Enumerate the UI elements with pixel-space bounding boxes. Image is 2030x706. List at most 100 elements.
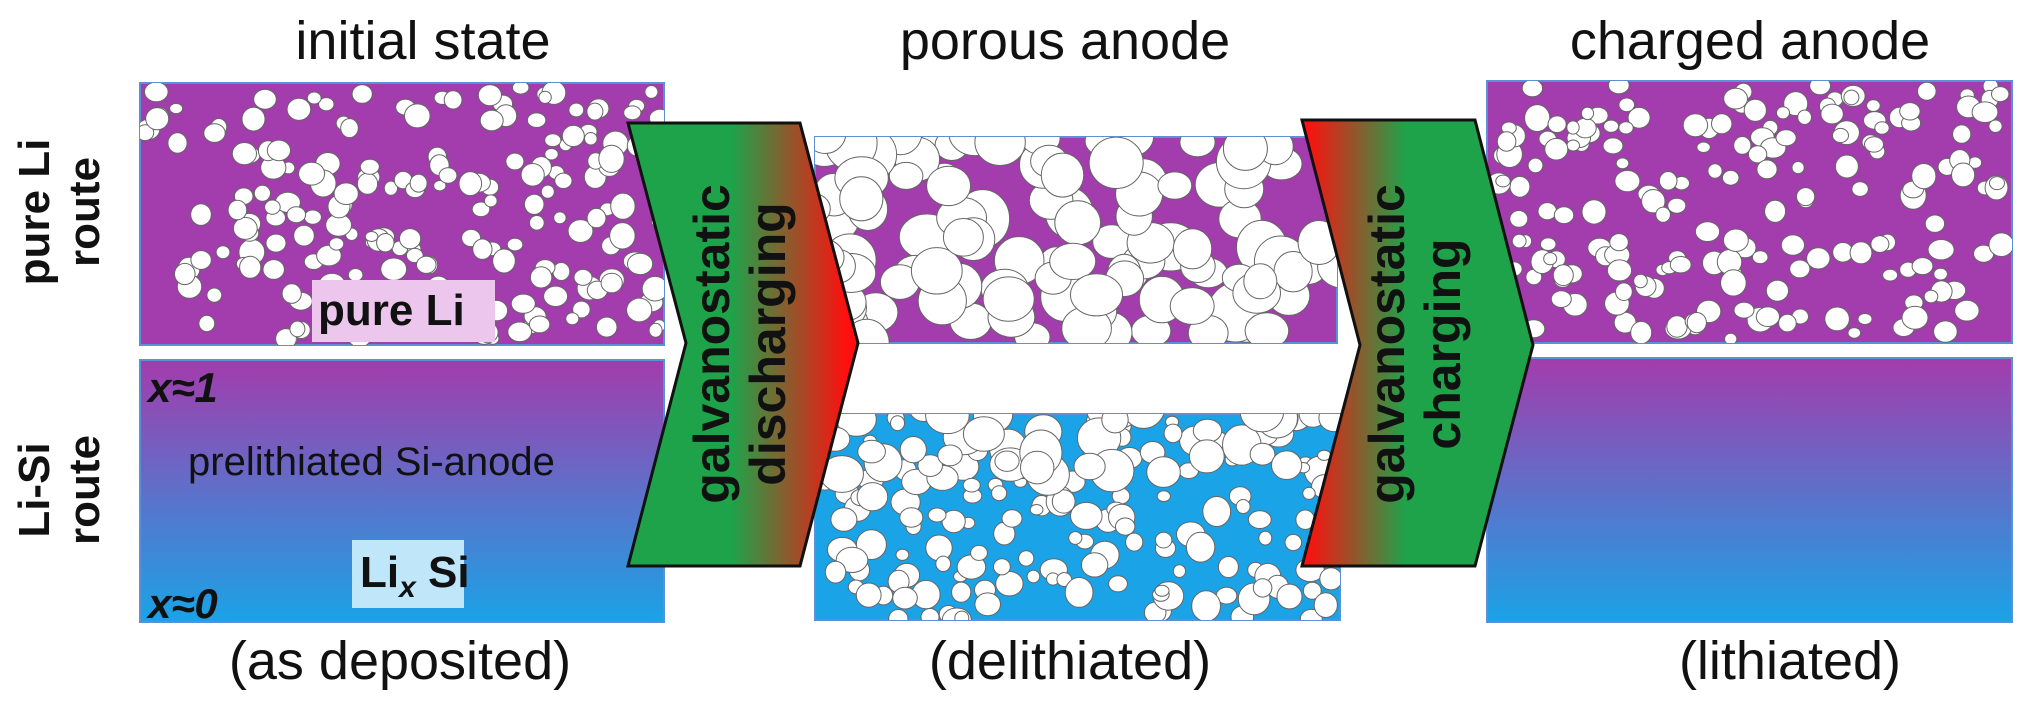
initial-pore (145, 107, 170, 131)
charged-pore (1775, 129, 1797, 147)
row-label-li-si: Li-Si route (10, 390, 110, 590)
porous-bottom-pore (941, 509, 966, 534)
porous-bottom-top-pore (1188, 439, 1225, 474)
charged-pore (1496, 131, 1517, 152)
charged-pore (1843, 89, 1860, 106)
porous-bottom-pore (935, 555, 952, 572)
discharging-arrow-line2: discharging (740, 202, 796, 486)
porous-bottom-top-pore (857, 439, 886, 464)
porous-top-pore (1297, 220, 1337, 265)
initial-pore (433, 180, 447, 192)
initial-pore (347, 268, 364, 282)
charged-pore (1658, 171, 1678, 191)
porous-bottom-top-pore (1101, 414, 1129, 434)
charged-pore (1743, 98, 1767, 122)
porous-top-pore (1054, 200, 1102, 246)
charged-pore (1857, 313, 1873, 325)
charged-pore (1618, 97, 1635, 113)
porous-bottom-pore (1202, 496, 1232, 527)
charged-pore (1566, 120, 1580, 135)
charged-pore (1923, 289, 1939, 304)
porous-bottom-pore (993, 558, 1011, 576)
charged-pore (1686, 312, 1707, 334)
initial-pore (198, 314, 216, 333)
initial-pore (266, 139, 291, 162)
charging-arrow-line2: charging (1415, 238, 1471, 450)
porous-bottom-pore (1235, 499, 1251, 514)
initial-pore (380, 257, 408, 281)
prelithiated-label: prelithiated Si-anode (188, 440, 555, 484)
initial-pore (306, 91, 322, 105)
porous-bottom-top-pore (937, 444, 963, 467)
x-approx-1-label: x≈1 (148, 364, 218, 411)
porous-bottom-pore (974, 592, 1002, 617)
porous-bottom-pore (1029, 504, 1044, 516)
charged-pore (1832, 127, 1849, 144)
charged-pore (1917, 81, 1937, 101)
charged-pore (1776, 106, 1790, 120)
initial-pore (190, 203, 212, 226)
porous-top-pore (839, 176, 884, 222)
charged-pore (1847, 327, 1862, 339)
charged-pore (1511, 233, 1527, 249)
lix-si-label-li: Li (360, 548, 400, 597)
initial-pore (364, 231, 379, 242)
lix-si-label-bg (352, 540, 464, 608)
charged-pore (1669, 256, 1692, 274)
charged-pore (1755, 306, 1781, 328)
porous-bottom-pore (951, 581, 972, 603)
initial-pore (512, 83, 530, 95)
initial-pore (479, 109, 504, 132)
initial-pore (528, 315, 551, 334)
porous-bottom-top-pore (1122, 414, 1165, 429)
initial-pore (169, 102, 184, 115)
lix-si-label-subscript: x (399, 570, 416, 604)
porous-top-pore (1040, 152, 1085, 198)
charged-pore (1566, 139, 1580, 152)
porous-bottom-pore (1070, 501, 1103, 530)
charged-pore (1721, 169, 1740, 186)
charged-pore (1724, 332, 1738, 343)
porous-bottom-pore (899, 507, 924, 528)
charged-pore (1603, 119, 1620, 133)
charged-pore (1834, 154, 1859, 179)
charged-pore (1509, 210, 1529, 228)
charged-pore (1778, 313, 1797, 333)
porous-top-pore (888, 161, 924, 190)
porous-top-pore (982, 276, 1035, 322)
porous-bottom-pore (954, 610, 970, 620)
charged-pore (1524, 104, 1551, 133)
porous-top-pore (910, 247, 963, 295)
discharging-arrow-line1: galvanostatic (684, 184, 740, 504)
initial-pore (544, 133, 562, 148)
charged-pore (1756, 159, 1778, 180)
initial-pore (586, 207, 607, 229)
initial-pore (203, 123, 226, 143)
porous-bottom-top-pore (917, 454, 944, 478)
porous-bottom-pore (1217, 556, 1239, 578)
initial-pore (561, 124, 585, 148)
porous-bottom-pore (920, 608, 940, 620)
charged-pore (1606, 259, 1633, 282)
initial-pore (293, 224, 315, 247)
initial-pore (253, 184, 271, 202)
initial-pore (351, 84, 373, 104)
charged-pore (1866, 99, 1881, 112)
porous-bottom-pore (1185, 531, 1216, 563)
charged-pore (1618, 121, 1634, 135)
charged-pore (1988, 119, 2003, 133)
porous-top-pore (1243, 263, 1278, 300)
initial-pore (552, 262, 571, 281)
charged-pore (1780, 234, 1806, 256)
charged-pore (1547, 115, 1567, 133)
porous-bottom-pore (1125, 532, 1144, 552)
porous-top-pore (1169, 287, 1215, 325)
porous-bottom-top-pore (994, 450, 1020, 472)
charged-pore (1627, 106, 1651, 129)
charged-pore (1707, 163, 1723, 179)
charged-pore (1971, 101, 1999, 123)
charged-pore (1991, 86, 2010, 103)
porous-bottom-pore (890, 415, 905, 432)
initial-pore (239, 255, 262, 279)
